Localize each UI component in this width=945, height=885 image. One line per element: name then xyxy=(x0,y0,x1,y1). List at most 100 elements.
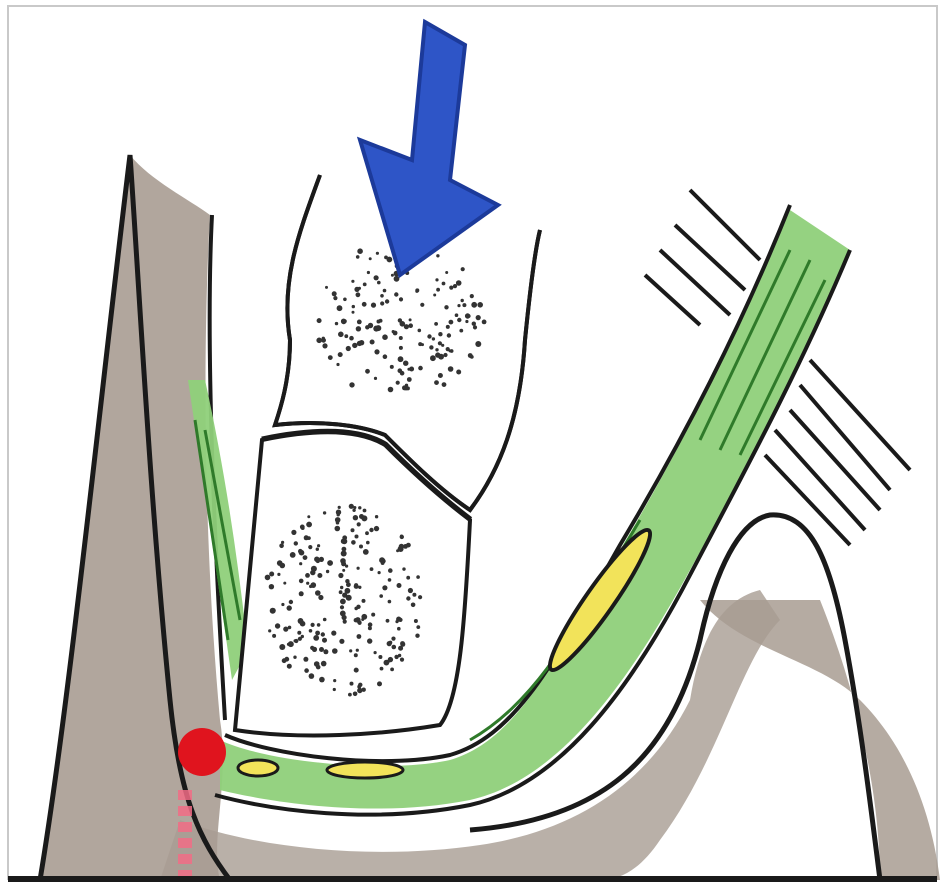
stipple-dot xyxy=(290,552,296,558)
stipple-dot xyxy=(400,641,405,646)
stipple-dot xyxy=(298,619,303,624)
stipple-dot xyxy=(380,667,384,671)
stipple-dot xyxy=(341,319,346,324)
stipple-dot xyxy=(449,320,454,325)
stipple-dot xyxy=(291,530,296,535)
stipple-dot xyxy=(395,620,398,623)
stipple-dot xyxy=(436,254,439,257)
stipple-dot xyxy=(482,320,487,325)
stipple-dot xyxy=(365,369,370,374)
stipple-dot xyxy=(322,337,325,340)
stipple-dot xyxy=(315,590,321,596)
stipple-dot xyxy=(407,377,412,382)
stipple-dot xyxy=(315,631,320,636)
stipple-dot xyxy=(309,673,315,679)
stipple-dot xyxy=(438,332,442,336)
stipple-dot xyxy=(356,649,359,652)
stipple-dot xyxy=(449,349,452,352)
stipple-dot xyxy=(272,634,276,638)
stipple-dot xyxy=(299,579,304,584)
stipple-dot xyxy=(354,653,358,657)
stipple-dot xyxy=(386,619,390,623)
stipple-dot xyxy=(380,301,384,305)
stipple-dot xyxy=(471,302,477,308)
stipple-dot xyxy=(358,683,362,687)
stipple-dot xyxy=(357,341,362,346)
stipple-dot xyxy=(306,522,312,528)
stipple-dot xyxy=(326,570,329,573)
stipple-dot xyxy=(304,535,309,540)
stipple-dot xyxy=(379,594,383,598)
stipple-dot xyxy=(352,343,357,348)
stipple-dot xyxy=(387,257,393,263)
stipple-dot xyxy=(398,318,402,322)
stipple-dot xyxy=(376,252,379,255)
stipple-dot xyxy=(368,626,372,630)
stipple-dot xyxy=(338,573,343,578)
stipple-dot xyxy=(343,620,347,624)
stipple-dot xyxy=(354,584,359,589)
stipple-dot xyxy=(363,549,369,555)
stipple-dot xyxy=(461,267,465,271)
stipple-dot xyxy=(303,555,308,560)
stipple-dot xyxy=(323,511,326,514)
stipple-dot xyxy=(456,370,461,375)
stipple-dot xyxy=(433,294,436,297)
stipple-dot xyxy=(325,286,328,289)
stipple-dot xyxy=(456,280,462,286)
stipple-dot xyxy=(309,629,313,633)
stipple-dot xyxy=(357,567,360,570)
stipple-dot xyxy=(338,332,344,338)
stipple-dot xyxy=(455,313,459,317)
stipple-dot xyxy=(397,627,401,631)
stipple-dot xyxy=(457,318,461,322)
stipple-dot xyxy=(398,356,404,362)
stipple-dot xyxy=(356,255,360,259)
stipple-dot xyxy=(306,582,309,585)
stipple-dot xyxy=(470,294,474,298)
yellow-vessel-small-1 xyxy=(238,760,278,776)
stipple-dot xyxy=(356,292,361,297)
stipple-dot xyxy=(378,571,381,574)
stipple-dot xyxy=(358,287,361,290)
stipple-dot xyxy=(435,352,440,357)
stipple-dot xyxy=(399,346,403,350)
stipple-dot xyxy=(309,585,312,588)
stipple-dot xyxy=(430,355,436,361)
stipple-dot xyxy=(311,623,315,627)
stipple-dot xyxy=(337,305,343,311)
stipple-dot xyxy=(397,583,402,588)
stipple-dot xyxy=(283,582,286,585)
stipple-dot xyxy=(400,658,404,662)
stipple-dot xyxy=(388,387,394,393)
stipple-dot xyxy=(374,526,379,531)
stipple-dot xyxy=(279,644,285,650)
stipple-dot xyxy=(351,540,356,545)
stipple-dot xyxy=(392,645,397,650)
stipple-dot xyxy=(406,576,410,580)
stipple-dot xyxy=(394,292,398,296)
stipple-dot xyxy=(342,547,347,552)
stipple-dot xyxy=(369,257,372,260)
stipple-dot xyxy=(378,655,382,659)
stipple-dot xyxy=(358,506,361,509)
stipple-dot xyxy=(317,573,322,578)
stipple-dot xyxy=(331,631,336,636)
stipple-dot xyxy=(380,294,384,298)
stipple-dot xyxy=(340,586,343,589)
stipple-dot xyxy=(476,315,481,320)
stipple-dot xyxy=(349,336,354,341)
stipple-dot xyxy=(449,286,453,290)
stipple-dot xyxy=(357,634,362,639)
stipple-dot xyxy=(388,600,392,604)
stipple-dot xyxy=(362,599,366,603)
stipple-dot xyxy=(400,535,403,538)
stipple-dot xyxy=(357,320,362,325)
stipple-dot xyxy=(282,658,287,663)
stipple-dot xyxy=(398,618,402,622)
stipple-dot xyxy=(391,274,394,277)
stipple-dot xyxy=(314,557,319,562)
stipple-dot xyxy=(444,305,448,309)
stipple-dot xyxy=(408,588,413,593)
stipple-dot xyxy=(338,506,341,509)
